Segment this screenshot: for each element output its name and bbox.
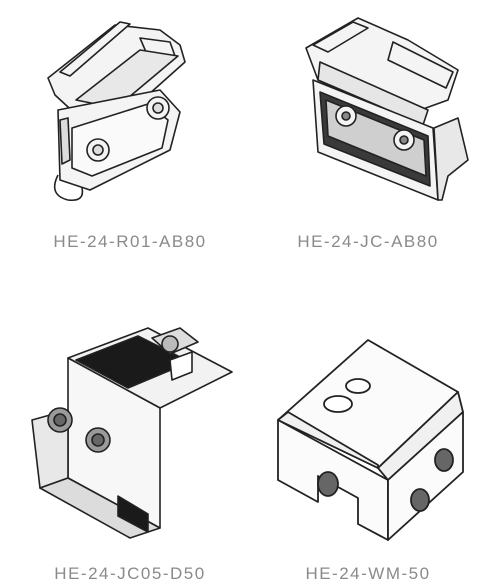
product-code[interactable]: HE-24-JC-AB80 (297, 232, 439, 251)
rail-clamp-r01-icon[interactable] (20, 0, 240, 202)
weld-mount-block-icon[interactable] (258, 300, 478, 541)
product-code[interactable]: HE-24-WM-50 (305, 564, 431, 583)
rail-clamp-jc-icon[interactable] (258, 0, 478, 201)
product-code[interactable]: HE-24-R01-AB80 (53, 232, 207, 251)
product-code[interactable]: HE-24-JC05-D50 (54, 564, 206, 583)
end-clamp-jc05-icon[interactable] (20, 300, 240, 539)
